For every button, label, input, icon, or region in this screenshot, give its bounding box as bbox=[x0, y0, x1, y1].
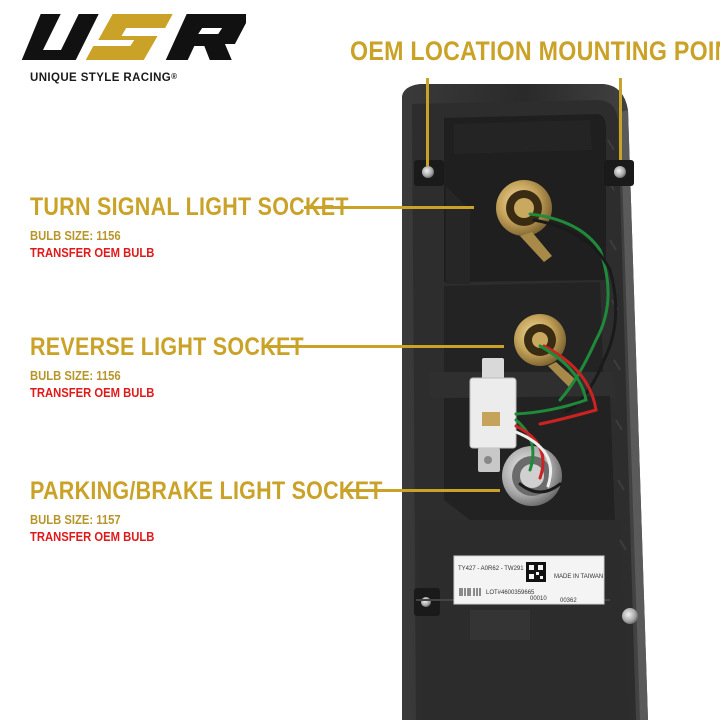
mounting-stud-left bbox=[414, 160, 444, 186]
housing-right-edge bbox=[620, 110, 648, 720]
turn-signal-bulb-size: BULB SIZE: 1156 bbox=[30, 229, 121, 243]
sticker-code-a: 00010 bbox=[530, 596, 547, 602]
usr-logo-mark bbox=[21, 14, 246, 60]
reverse-heading: REVERSE LIGHT SOCKET bbox=[30, 333, 304, 361]
sticker-lot-number: LOT#4600359665 bbox=[486, 590, 535, 596]
wire-connector bbox=[469, 358, 517, 472]
brand-tagline: UNIQUE STYLE RACING® bbox=[30, 72, 178, 84]
callout-line-reverse bbox=[264, 345, 504, 348]
parking-brake-note: TRANSFER OEM BULB bbox=[30, 530, 155, 544]
sticker-origin: MADE IN TAIWAN bbox=[554, 574, 604, 580]
turn-signal-heading: TURN SIGNAL LIGHT SOCKET bbox=[30, 193, 349, 221]
callout-line-oem-left bbox=[426, 78, 429, 166]
parking-brake-bulb-size: BULB SIZE: 1157 bbox=[30, 513, 121, 527]
reverse-bulb-size: BULB SIZE: 1156 bbox=[30, 369, 121, 383]
sticker-part-number: TY427 - A0R62 - TW291 bbox=[458, 566, 524, 572]
parking-brake-heading: PARKING/BRAKE LIGHT SOCKET bbox=[30, 477, 383, 505]
turn-signal-note: TRANSFER OEM BULB bbox=[30, 246, 155, 260]
mounting-stud-right bbox=[604, 160, 634, 186]
callout-line-parking bbox=[344, 489, 500, 492]
callout-line-oem-right bbox=[619, 78, 622, 160]
callout-line-turn bbox=[304, 206, 474, 209]
oem-mounting-heading: OEM LOCATION MOUNTING POINTS bbox=[350, 36, 720, 66]
mounting-stud-bottom-left bbox=[414, 588, 440, 616]
sticker-code-b: 00362 bbox=[560, 598, 577, 604]
product-sticker bbox=[453, 555, 605, 605]
mounting-stud-bottom-right bbox=[622, 608, 638, 624]
reverse-note: TRANSFER OEM BULB bbox=[30, 386, 155, 400]
brand-logo: UNIQUE STYLE RACING® bbox=[16, 10, 246, 84]
